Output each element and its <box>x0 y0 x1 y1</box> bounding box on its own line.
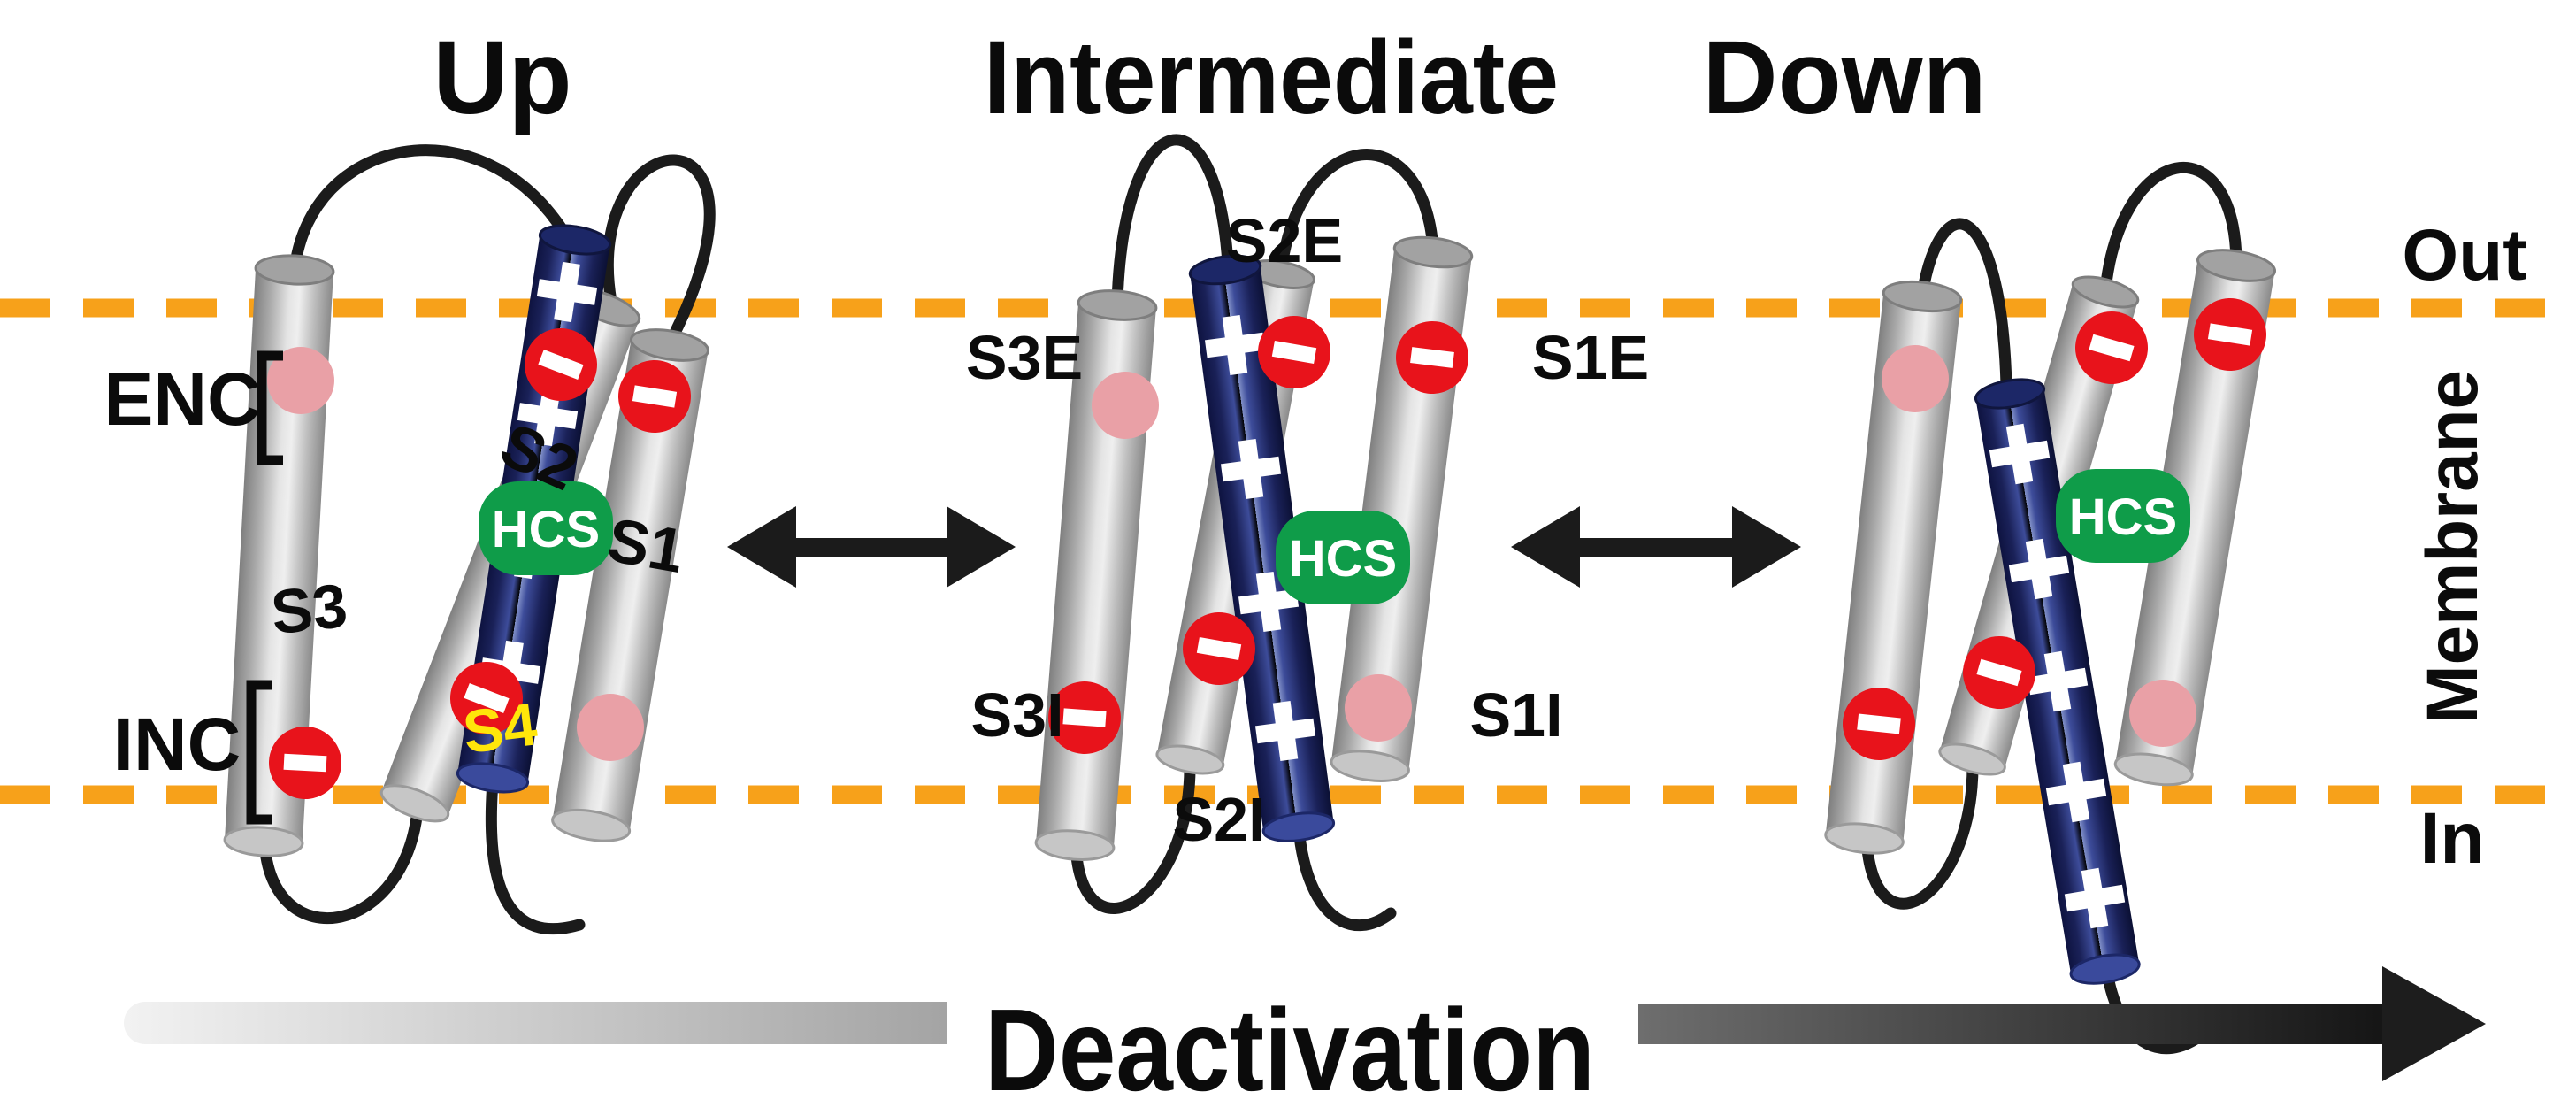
panel-down: HCS <box>1824 161 2276 1055</box>
minus-badge-s1-top <box>618 360 691 433</box>
inc-label: INC <box>113 703 242 786</box>
s3e-label: S3E <box>966 323 1083 392</box>
arrow-up-intermediate <box>727 506 1016 588</box>
deactivation-arrow <box>1638 966 2486 1081</box>
s1-label: S1 <box>602 505 689 587</box>
loop-s2-s1-extracellular <box>1275 149 1439 278</box>
inc-bracket <box>246 680 272 825</box>
helix-s4 <box>1188 254 1336 842</box>
panel-intermediate: HCS S2E S3E S1E S3I S1I S2I <box>966 134 1649 932</box>
pink-site-s1-bottom <box>577 694 644 761</box>
pink-site-s3-top <box>1092 372 1159 439</box>
loop-s3-s4-extracellular <box>1916 218 2012 391</box>
s4-plus-charges <box>1989 423 2126 929</box>
loop-s3-s4-extracellular <box>288 144 569 276</box>
hcs-badge-down: HCS <box>2056 469 2190 563</box>
loop-s2-s1-extracellular <box>2099 161 2242 296</box>
minus-badge-s2-bottom <box>450 662 523 734</box>
minus-badge-s3-bottom <box>1843 688 1915 760</box>
deactivation-label: Deactivation <box>985 985 1595 1115</box>
deactivation-axis: Deactivation <box>124 966 2486 1115</box>
s4-intracellular-tail <box>485 776 586 935</box>
minus-badge-s2-bottom <box>1183 612 1255 685</box>
loop-s3-s2-intracellular <box>1070 755 1196 914</box>
label-membrane: Membrane <box>2412 370 2493 724</box>
panel-up: HCS ENC INC S3 S2 S1 S4 <box>104 144 716 935</box>
s1e-label: S1E <box>1532 323 1649 392</box>
loop-s3-s4-extracellular <box>1111 134 1234 309</box>
minus-badge-s2-top <box>1258 316 1330 388</box>
hcs-badge-intermediate: HCS <box>1276 511 1410 604</box>
minus-badge-s3-bottom <box>269 727 341 799</box>
s4-intracellular-tail <box>1292 822 1397 932</box>
state-title-up: Up <box>433 19 571 136</box>
loop-s3-s2-intracellular <box>258 793 425 925</box>
s3-label: S3 <box>268 571 350 648</box>
s4-label: S4 <box>459 690 540 766</box>
minus-badge-s2-top <box>2075 311 2148 384</box>
enc-bracket <box>257 350 283 465</box>
loop-s2-s1-extracellular <box>602 154 716 350</box>
s2i-label: S2I <box>1172 785 1265 854</box>
enc-label: ENC <box>104 358 260 441</box>
s3i-label: S3I <box>970 681 1063 750</box>
pink-site-s1-bottom <box>1345 674 1412 742</box>
minus-badge-s1-top <box>1396 321 1468 394</box>
minus-badge-s3-bottom <box>1048 681 1121 754</box>
deactivation-gradient-bar <box>124 1002 947 1044</box>
loop-s3-s2-intracellular <box>1860 755 1979 910</box>
hcs-label-down: HCS <box>2069 488 2177 546</box>
state-title-intermediate: Intermediate <box>984 19 1559 136</box>
minus-badge-s1-top <box>2194 298 2266 371</box>
label-out: Out <box>2402 215 2526 296</box>
s2e-label: S2E <box>1226 206 1343 275</box>
minus-badge-s2-top <box>525 328 597 401</box>
s1i-label: S1I <box>1469 681 1562 750</box>
hcs-label-up: HCS <box>492 501 600 558</box>
s4-plus-charges <box>1204 314 1316 762</box>
hcs-label-intermediate: HCS <box>1289 530 1397 588</box>
helix-s1 <box>2113 249 2276 787</box>
state-title-down: Down <box>1702 19 1986 136</box>
arrow-intermediate-down <box>1511 506 1801 588</box>
minus-badge-s2-bottom <box>1963 636 2036 709</box>
pink-site-s3-top <box>1882 345 1949 412</box>
label-in: In <box>2420 798 2485 879</box>
pink-site-s3-top <box>267 347 334 414</box>
pink-site-s1-bottom <box>2129 680 2196 747</box>
hcs-badge-up: HCS <box>479 481 613 575</box>
